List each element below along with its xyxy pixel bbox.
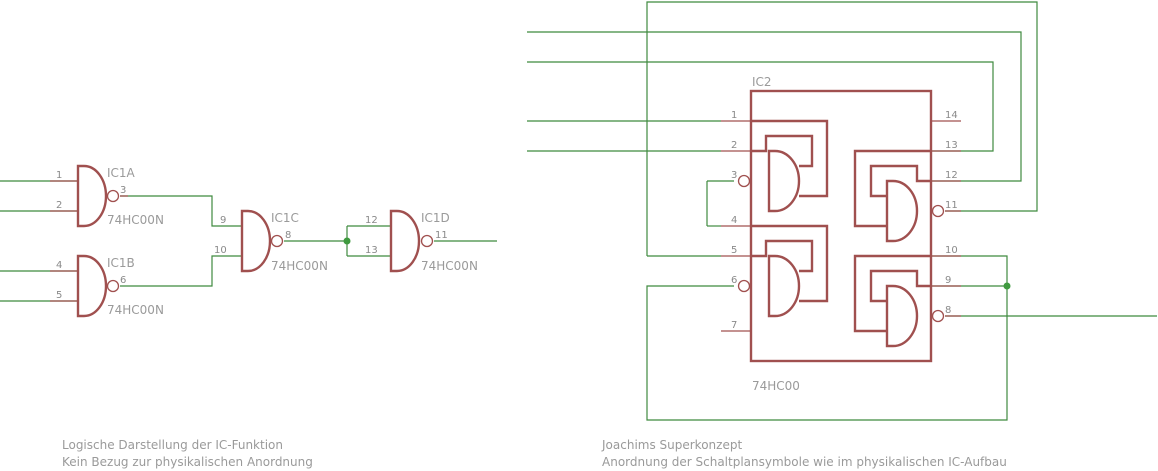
ic2-pin-label: 8 (945, 305, 951, 316)
ic2-value-label: 74HC00 (752, 379, 800, 393)
pin-label-out: 3 (120, 185, 126, 196)
gate-value-label: 74HC00N (421, 259, 478, 273)
ic2-ref-label: IC2 (752, 75, 772, 89)
pin-label-out: 8 (285, 230, 291, 241)
ic2-pin-label: 4 (731, 215, 737, 226)
nand-gate-ic1b: 4 5 6 IC1B 74HC00N (50, 254, 164, 318)
pin-label-b: 10 (214, 245, 227, 256)
ic2-pin-label: 3 (731, 170, 737, 181)
gate-value-label: 74HC00N (107, 303, 164, 317)
ic2-pin-label: 14 (945, 110, 958, 121)
nand-gate-ic1a: 1 2 3 IC1A 74HC00N (50, 164, 164, 228)
ic2-pin-label: 6 (731, 275, 737, 286)
ic2-pin-label: 5 (731, 245, 737, 256)
pin-label-b: 5 (56, 290, 62, 301)
pin-label-a: 4 (56, 260, 62, 271)
nand-gate-internal (885, 179, 919, 243)
pin-label-b: 2 (56, 200, 62, 211)
ic2-pin-label: 11 (945, 200, 958, 211)
right-caption-line2: Anordnung der Schaltplansymbole wie im p… (602, 455, 1007, 469)
left-caption-line2: Kein Bezug zur physikalischen Anordnung (62, 455, 313, 469)
left-schematic: 1 2 3 IC1A 74HC00N 4 5 6 IC1B 74HC00N 9 … (0, 164, 497, 469)
junction-dot (343, 237, 351, 245)
ic2-pin-label: 2 (731, 140, 737, 151)
ic2-pin-label: 13 (945, 140, 958, 151)
nand-gate-ic1d: 12 13 11 IC1D 74HC00N (365, 209, 478, 273)
ic2-pin-label: 9 (945, 275, 951, 286)
right-wires (527, 1, 1157, 421)
pin-label-b: 13 (365, 245, 378, 256)
ic2-pin-label: 12 (945, 170, 958, 181)
nand-gate-internal (767, 149, 801, 213)
pin-label-a: 9 (220, 215, 226, 226)
right-schematic: 1 2 3 4 5 6 7 14 13 12 11 10 9 8 IC2 74H… (527, 1, 1157, 469)
pin-label-a: 12 (365, 215, 378, 226)
gate-value-label: 74HC00N (271, 259, 328, 273)
ic2-pin-label: 1 (731, 110, 737, 121)
right-caption-line1: Joachims Superkonzept (601, 438, 742, 452)
gate-ref-label: IC1B (107, 256, 135, 270)
nand-gate-ic1c: 9 10 8 IC1C 74HC00N (214, 209, 328, 273)
gate-ref-label: IC1D (421, 211, 450, 225)
nand-gate-internal (885, 284, 919, 348)
gate-ref-label: IC1C (271, 211, 299, 225)
gate-value-label: 74HC00N (107, 213, 164, 227)
pin-label-a: 1 (56, 170, 62, 181)
junction-dot (1003, 282, 1011, 290)
left-wires (0, 180, 497, 302)
ic2-pin-label: 10 (945, 245, 958, 256)
gate-ref-label: IC1A (107, 166, 136, 180)
nand-gate-internal (767, 254, 801, 318)
ic2-left-pin-stubs (721, 120, 751, 332)
ic2-pin-label: 7 (731, 320, 737, 331)
left-caption-line1: Logische Darstellung der IC-Funktion (62, 438, 283, 452)
ic2-right-pin-stubs (931, 120, 961, 323)
pin-label-out: 6 (120, 275, 126, 286)
pin-label-out: 11 (435, 230, 448, 241)
ic2-internal-routing (751, 119, 931, 333)
